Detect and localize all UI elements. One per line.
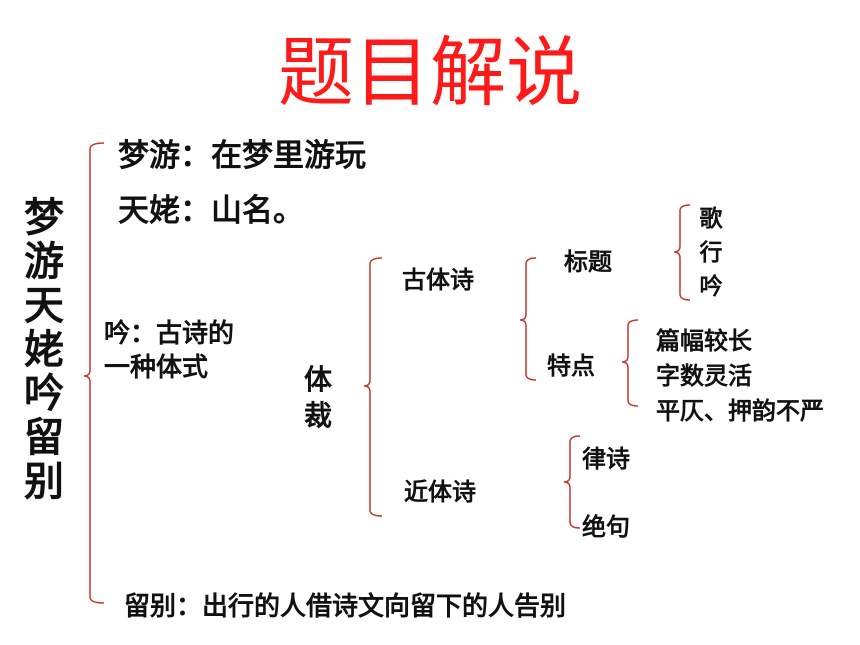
root-node: 梦游天姥吟留别 [24, 195, 64, 505]
modern-item-lvshi: 律诗 [582, 445, 630, 473]
meaning-yin: 吟：古诗的 一种体式 [104, 317, 234, 385]
modern-poetry-label: 近体诗 [404, 478, 476, 506]
modern-item-jueju: 绝句 [582, 513, 630, 541]
title-branch-items: 歌行吟 [699, 206, 723, 300]
feature-item: 篇幅较长 [656, 327, 752, 355]
feature-item: 字数灵活 [656, 362, 752, 390]
bracket-ancient [519, 257, 537, 381]
feature-list: 篇幅较长 字数灵活 平仄、押韵不严 [656, 324, 824, 429]
meaning-tianmu: 天姥：山名。 [118, 193, 304, 229]
meaning-mengyou: 梦游：在梦里游玩 [118, 138, 366, 174]
bracket-modern [563, 435, 581, 529]
genre-label: 体裁 [303, 363, 332, 432]
bracket-features [621, 319, 639, 407]
page-title: 题目解说 [278, 28, 582, 117]
meaning-yin-line-2: 一种体式 [104, 353, 209, 383]
bracket-title [673, 204, 691, 301]
title-branch-label: 标题 [564, 248, 612, 276]
bracket-genre [363, 257, 383, 517]
bracket-root [83, 142, 105, 604]
meaning-liubie: 留别：出行的人借诗文向留下的人告别 [124, 592, 567, 622]
meaning-yin-line-1: 吟：古诗的 [104, 319, 235, 349]
ancient-poetry-label: 古体诗 [402, 266, 474, 294]
feature-branch-label: 特点 [547, 352, 595, 380]
feature-item: 平仄、押韵不严 [656, 397, 824, 425]
